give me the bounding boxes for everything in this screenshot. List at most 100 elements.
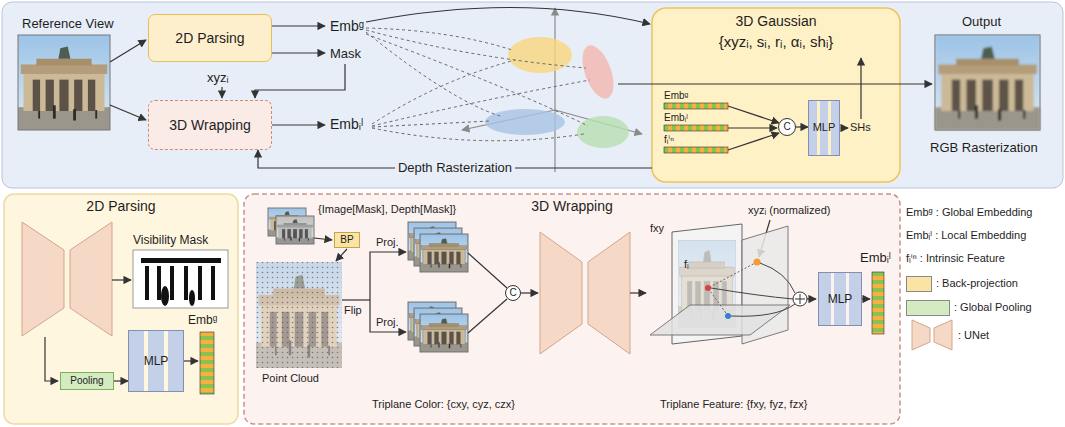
visibility-mask-image — [133, 250, 228, 308]
text-label: fᵢⁱⁿ — [664, 134, 674, 146]
visibility-mask-image — [157, 266, 161, 300]
text-label: Proj. — [376, 316, 399, 329]
point-cloud — [256, 262, 342, 368]
visibility-mask-image — [170, 266, 174, 300]
dashed-links — [366, 28, 512, 50]
text-label: Triplane Color: {cxy, cyz, czx} — [372, 398, 515, 411]
mlp-block: MLP — [128, 330, 184, 392]
text-label: fxy — [650, 222, 664, 235]
flow-arrows — [255, 64, 345, 98]
node-text: MLP — [828, 292, 853, 306]
visibility-mask-image — [145, 266, 149, 300]
dashed-links — [366, 34, 588, 126]
connector — [114, 380, 128, 381]
dashed-links — [372, 128, 584, 141]
dashed-links — [366, 28, 590, 141]
gaussian-ellipses — [508, 37, 572, 73]
legend-text: : Back-projection — [936, 277, 1018, 290]
flow-arrows — [728, 133, 779, 150]
triplane — [754, 259, 761, 266]
legend-text: Embᵢˡ : Local Embedding — [906, 229, 1026, 242]
module-box: 2D Parsing — [148, 14, 272, 62]
text-label: Embᵢˡ — [860, 250, 891, 266]
wrapping-arrows — [370, 300, 406, 332]
legend-swatch — [906, 276, 932, 292]
input-images — [276, 216, 314, 244]
text-label: fᵢ — [684, 258, 689, 271]
connector — [796, 126, 808, 127]
flow-arrows — [728, 106, 779, 123]
axes — [462, 8, 642, 172]
text-label: Point Cloud — [262, 372, 319, 385]
text-label: RGB Rasterization — [930, 140, 1038, 156]
unet-icons — [588, 232, 630, 354]
detail-panel: 2D ParsingPooling MLP — [4, 194, 238, 424]
visibility-mask-image — [133, 250, 228, 308]
flow-arrows — [618, 83, 932, 84]
wrapping-arrows — [862, 298, 870, 299]
embedding-bars — [872, 272, 884, 334]
panel-background — [652, 8, 900, 182]
embedding-bars — [664, 103, 728, 109]
node-text: 2D Parsing — [175, 30, 244, 47]
triplane — [793, 292, 807, 306]
dashed-links — [366, 30, 586, 68]
module-box: 3D Wrapping — [148, 100, 272, 150]
detail-panel: 3D WrappingBPCMLP — [244, 194, 900, 424]
triplane-color-images — [408, 222, 468, 352]
text-label: Embᵢˡ — [664, 112, 688, 124]
visibility-mask-image — [189, 290, 195, 306]
text-label: xyzᵢ (normalized) — [748, 204, 830, 217]
unet-icons — [912, 320, 930, 350]
node-text: 3D Gaussian — [736, 13, 817, 30]
text-label: xyzᵢ — [207, 70, 229, 86]
output-photo — [935, 35, 1040, 130]
flow-arrows — [841, 127, 848, 128]
visibility-mask-image — [184, 266, 188, 300]
node-text: C — [509, 287, 516, 299]
wrapping-arrows — [370, 252, 406, 300]
text-label: Proj. — [376, 236, 399, 249]
top-band — [2, 2, 1063, 188]
pooling-box: Pooling — [60, 372, 114, 390]
visibility-mask-image — [161, 286, 169, 306]
embedding-bars — [200, 103, 884, 394]
flow-arrows — [272, 124, 325, 125]
flow-arrows — [728, 127, 777, 128]
flow-arrows — [221, 87, 222, 98]
dashed-links — [372, 121, 490, 127]
gaussian-ellipses — [485, 37, 629, 148]
visibility-mask-image — [141, 258, 221, 263]
triplane — [711, 263, 795, 316]
concat-circle: C — [505, 285, 521, 301]
wrapping-arrows — [336, 249, 347, 261]
panel-background — [244, 194, 900, 424]
panel-background — [4, 194, 238, 424]
text-label: Embᵍ — [188, 313, 217, 327]
triplane-color-images — [420, 234, 468, 272]
gaussian-panel: 3D Gaussian{xyzᵢ, sᵢ, rᵢ, αᵢ, shᵢ}CMLP — [652, 8, 900, 182]
triplane — [650, 224, 807, 344]
triplane-color-images — [420, 314, 468, 352]
reference-photo — [18, 35, 110, 130]
concat-circle: C — [778, 118, 796, 136]
gaussian-ellipses — [577, 116, 629, 148]
flow-arrows — [272, 52, 325, 53]
backprojection-box: BP — [334, 232, 360, 248]
node-text: BP — [340, 234, 353, 246]
embedding-bars — [664, 147, 728, 153]
flow-arrows — [110, 105, 146, 120]
dashed-links — [372, 80, 590, 126]
node-text: MLP — [813, 121, 836, 134]
node-text: 2D Parsing — [86, 198, 155, 215]
dashed-links — [372, 60, 515, 124]
triplane — [650, 305, 790, 335]
flow-arrows — [272, 25, 325, 26]
text-label: Reference View — [22, 16, 114, 32]
flow-arrows — [366, 7, 650, 24]
unet-icons — [540, 232, 582, 354]
wrapping-arrows — [468, 299, 507, 333]
text-label: Embᵍ — [330, 18, 364, 35]
parsing-arrows — [184, 360, 198, 361]
axes — [554, 8, 555, 172]
